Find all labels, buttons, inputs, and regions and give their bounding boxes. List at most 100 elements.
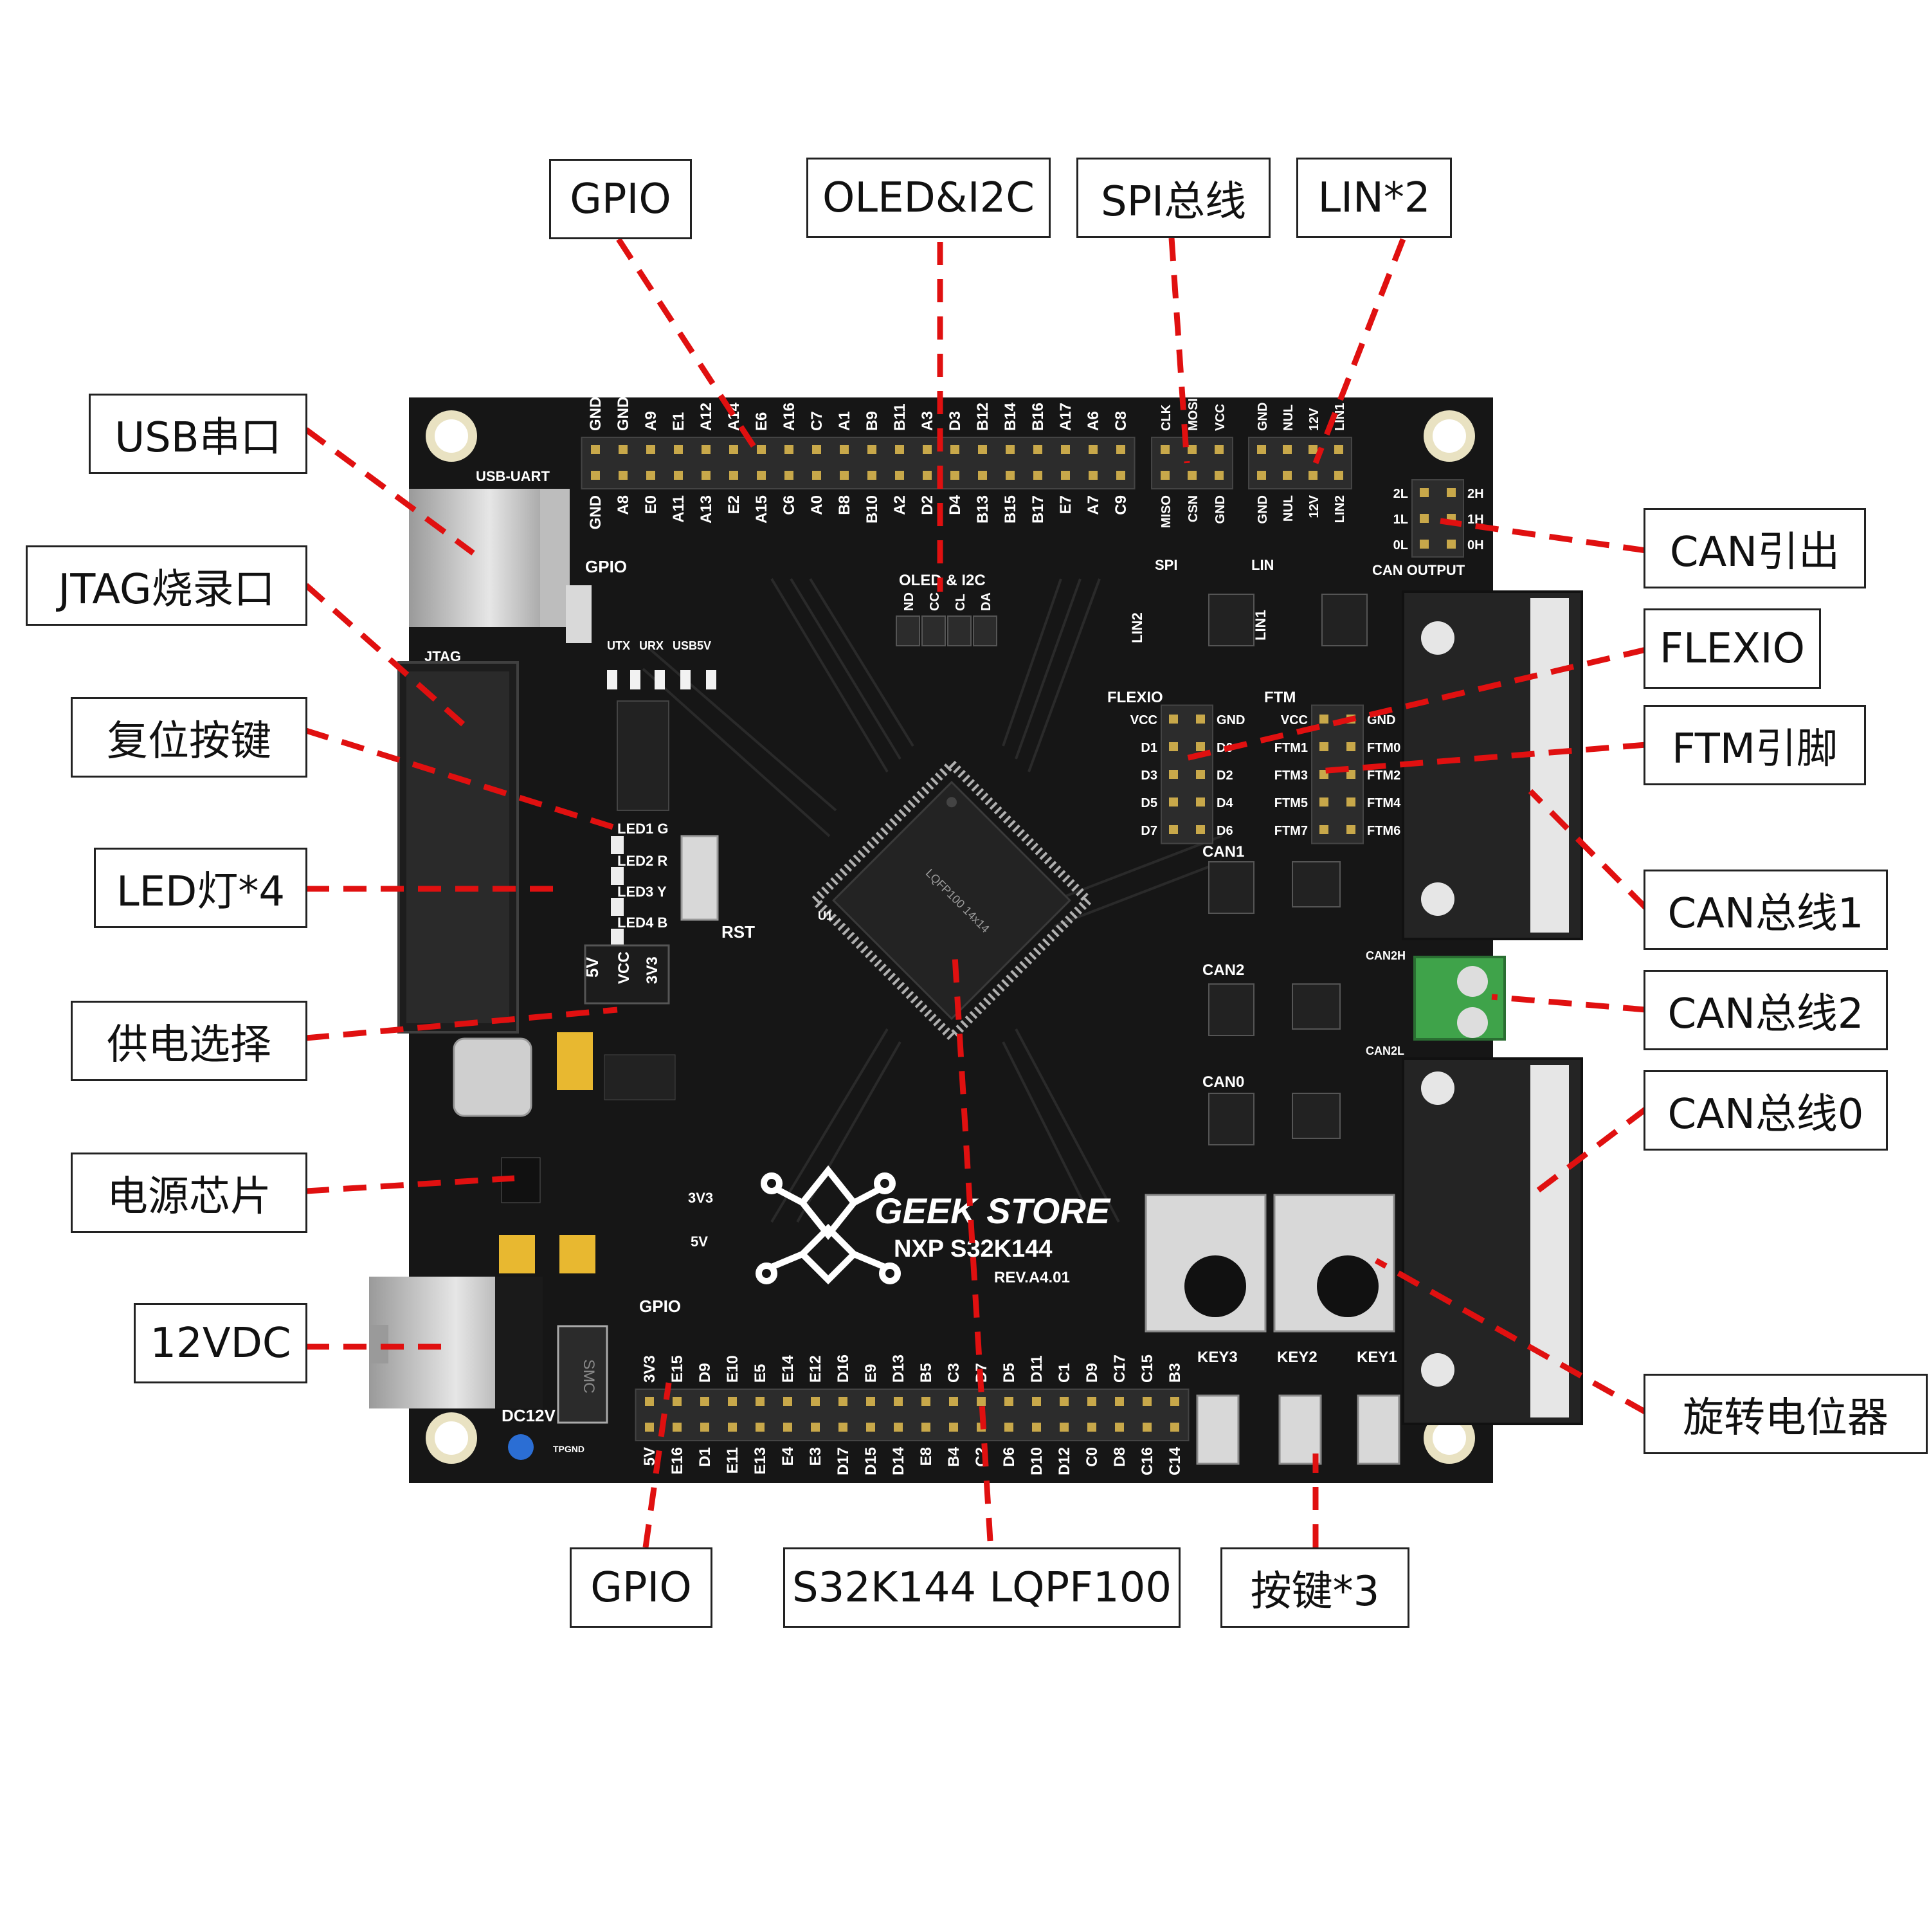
oled-pin bbox=[947, 615, 972, 646]
label-can2: CAN2 bbox=[1202, 961, 1244, 979]
pin-label: ND bbox=[902, 592, 916, 611]
pin-label: B14 bbox=[1002, 402, 1019, 431]
label-jtag: JTAG bbox=[424, 648, 461, 664]
gpio-bottom-housing bbox=[635, 1389, 1190, 1441]
potentiometer-1 bbox=[1145, 1194, 1267, 1333]
pin-label: CSN bbox=[1186, 495, 1200, 522]
pin-label: 1L bbox=[1393, 513, 1408, 527]
pin-label: GND bbox=[1256, 495, 1270, 524]
pin-label: D2 bbox=[1217, 769, 1233, 783]
pin-label: D12 bbox=[1056, 1447, 1073, 1475]
pin-label: B13 bbox=[974, 495, 992, 524]
pin-label: E13 bbox=[752, 1447, 769, 1475]
pin-label: E7 bbox=[1057, 495, 1074, 514]
pin-label: B9 bbox=[864, 411, 881, 431]
db9-can0 bbox=[1402, 1057, 1583, 1425]
pin-label: B10 bbox=[864, 495, 881, 524]
pin-label: E5 bbox=[752, 1364, 769, 1383]
label-dc12v: DC12V bbox=[502, 1406, 556, 1425]
pin-label: A7 bbox=[1085, 495, 1102, 515]
label-can0: CAN0 bbox=[1202, 1073, 1244, 1091]
pcb-traces bbox=[642, 578, 1222, 1223]
pin bbox=[619, 471, 628, 480]
pin-label: FTM2 bbox=[1367, 769, 1400, 783]
pin-label: B8 bbox=[836, 495, 853, 515]
label-spi: SPI bbox=[1155, 557, 1177, 573]
pin-label: LIN1 bbox=[1333, 403, 1347, 431]
pin-label: D15 bbox=[862, 1447, 880, 1475]
pin bbox=[977, 1397, 986, 1406]
pin bbox=[1420, 488, 1429, 497]
pin-label: 2L bbox=[1393, 487, 1408, 501]
callout-spi-bus: SPI总线 bbox=[1076, 158, 1271, 238]
pin-label: A13 bbox=[698, 495, 715, 524]
gpio-top-housing bbox=[581, 437, 1136, 489]
pin-label: A8 bbox=[615, 495, 632, 515]
callout-can-bus1: CAN总线1 bbox=[1644, 870, 1888, 950]
pin bbox=[867, 471, 876, 480]
tp-gnd bbox=[508, 1434, 534, 1460]
pin-label: D9 bbox=[696, 1363, 714, 1383]
pin bbox=[1447, 488, 1456, 497]
callout-flexio: FLEXIO bbox=[1644, 608, 1821, 689]
smc-diode bbox=[557, 1325, 608, 1424]
callout-power-chip: 电源芯片 bbox=[71, 1153, 307, 1233]
pin-label: VCC bbox=[1130, 713, 1157, 727]
pin-label: D16 bbox=[835, 1354, 852, 1383]
pin bbox=[1033, 445, 1042, 454]
pin-label: C3 bbox=[945, 1363, 963, 1383]
pin-label: E10 bbox=[724, 1355, 741, 1383]
label-smc: SMC bbox=[580, 1359, 597, 1393]
can2-terminal-block bbox=[1413, 956, 1506, 1041]
pin bbox=[1309, 471, 1318, 480]
pin-label: E14 bbox=[779, 1355, 797, 1383]
callout-gpio-top: GPIO bbox=[549, 159, 692, 239]
pin-label: CL bbox=[954, 594, 968, 611]
tantalum-cap bbox=[557, 1032, 593, 1090]
pin bbox=[866, 1423, 875, 1432]
pin-label: A12 bbox=[698, 403, 715, 431]
callout-can-bus2: CAN总线2 bbox=[1644, 970, 1888, 1050]
leader-lines bbox=[304, 237, 1649, 1548]
can-transceivers bbox=[1208, 861, 1341, 1145]
pin bbox=[1196, 825, 1205, 834]
pin bbox=[811, 1423, 820, 1432]
pin bbox=[812, 471, 821, 480]
pin bbox=[646, 445, 655, 454]
pin bbox=[1346, 770, 1355, 779]
pin bbox=[812, 445, 821, 454]
pin bbox=[645, 1423, 654, 1432]
pin bbox=[1283, 471, 1292, 480]
pin bbox=[866, 1397, 875, 1406]
pin-label: 12V bbox=[1307, 495, 1321, 518]
pin bbox=[1420, 514, 1429, 523]
label-u1: U1 bbox=[818, 909, 833, 922]
callout-ftm-pins: FTM引脚 bbox=[1644, 705, 1866, 785]
pin bbox=[921, 1397, 930, 1406]
pin-label: D1 bbox=[1141, 741, 1157, 755]
label-utx: UTX bbox=[607, 639, 630, 652]
pin bbox=[1087, 1423, 1096, 1432]
pin-label: CLK bbox=[1159, 404, 1173, 431]
pin-label: B15 bbox=[1002, 495, 1019, 524]
pin bbox=[1006, 471, 1015, 480]
pin bbox=[1257, 471, 1266, 480]
pin bbox=[729, 471, 738, 480]
pin bbox=[729, 445, 738, 454]
pin bbox=[1346, 825, 1355, 834]
pin bbox=[867, 445, 876, 454]
pin-label: D14 bbox=[890, 1446, 907, 1475]
label-sel-vcc: VCC bbox=[615, 951, 633, 984]
label-lin2: LIN2 bbox=[1129, 612, 1145, 643]
pin bbox=[1061, 471, 1070, 480]
pin-label: D8 bbox=[1111, 1447, 1128, 1467]
pin bbox=[645, 1397, 654, 1406]
callout-potentiometer: 旋转电位器 bbox=[1644, 1374, 1928, 1454]
pin-label: E2 bbox=[725, 495, 743, 514]
callout-gpio-bottom: GPIO bbox=[570, 1547, 712, 1628]
pin-label: D3 bbox=[946, 411, 964, 431]
